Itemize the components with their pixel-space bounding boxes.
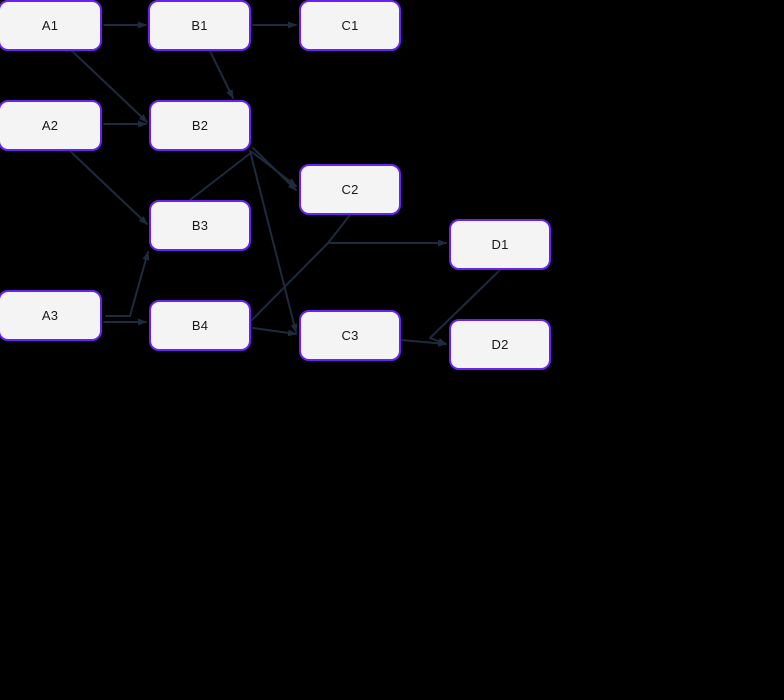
edge-b2-c3: [249, 150, 298, 333]
node-label: B3: [191, 218, 209, 233]
node-label: B4: [191, 318, 209, 333]
node-label: D1: [491, 237, 509, 252]
node-b2[interactable]: B2: [149, 100, 251, 151]
edge-a3-b3: [105, 251, 150, 317]
node-label: A2: [41, 118, 59, 133]
edge-a1-b2: [71, 50, 148, 123]
node-b3[interactable]: B3: [149, 200, 251, 251]
node-d1[interactable]: D1: [449, 219, 551, 270]
node-a3[interactable]: A3: [0, 290, 102, 341]
edges-group: [69, 21, 501, 347]
node-c2[interactable]: C2: [299, 164, 401, 215]
edge-c2-d1: [327, 214, 351, 244]
node-label: B1: [191, 18, 208, 33]
node-c1[interactable]: C1: [299, 0, 401, 51]
edge-d1-d2: [429, 269, 501, 345]
edge-b4-d1: [251, 239, 447, 321]
edge-b1-b2: [209, 50, 234, 99]
node-label: B2: [191, 118, 209, 133]
edge-b4-c3: [252, 327, 297, 337]
node-d2[interactable]: D2: [449, 319, 551, 370]
edge-b2-c2: [252, 147, 297, 191]
edge-b3-c2: [189, 151, 297, 201]
node-label: A1: [41, 18, 59, 33]
node-label: A3: [41, 308, 59, 323]
edge-a2-b3: [69, 150, 148, 225]
node-b1[interactable]: B1: [148, 0, 251, 51]
node-label: C2: [341, 182, 359, 197]
node-label: D2: [491, 337, 509, 352]
node-a2[interactable]: A2: [0, 100, 102, 151]
node-b4[interactable]: B4: [149, 300, 251, 351]
node-a1[interactable]: A1: [0, 0, 102, 51]
node-label: C3: [341, 328, 359, 343]
node-c3[interactable]: C3: [299, 310, 401, 361]
node-label: C1: [341, 18, 359, 33]
